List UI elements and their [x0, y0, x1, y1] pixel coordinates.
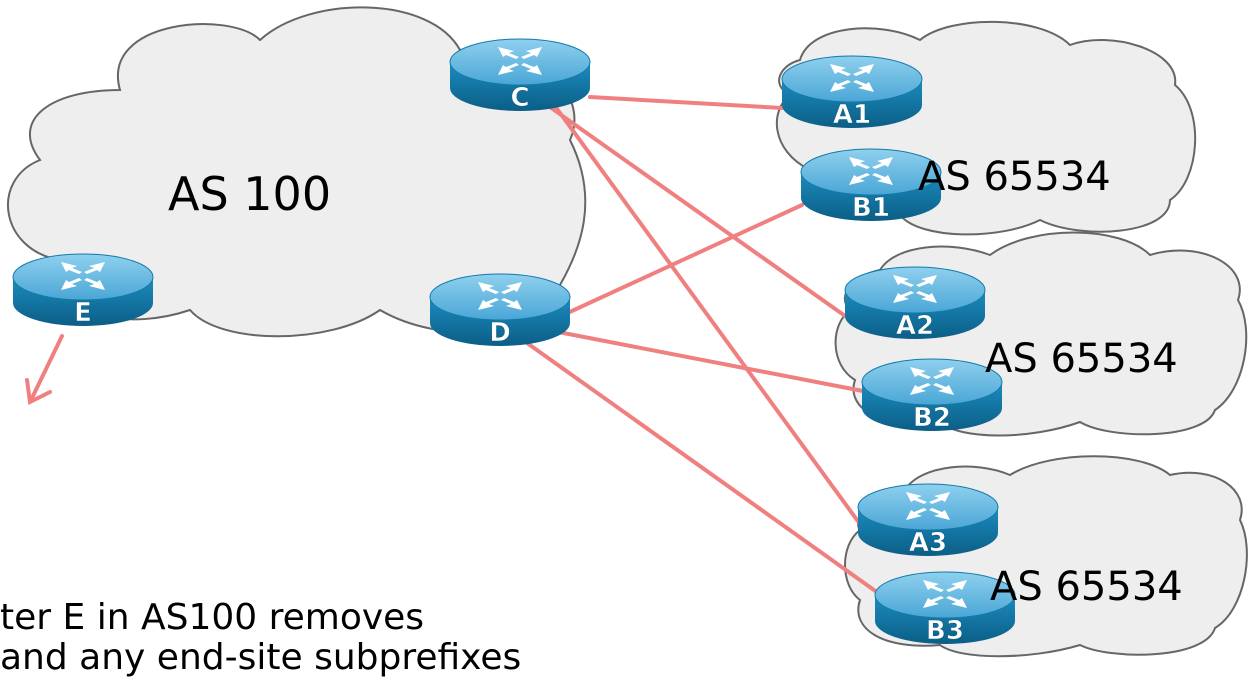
router-label: A2: [896, 311, 934, 341]
router-label: D: [489, 318, 511, 348]
router-label: C: [510, 83, 529, 113]
link-c-a3: [550, 100, 870, 537]
link-d-b3: [518, 336, 890, 602]
router-label: A1: [833, 100, 871, 130]
router-c[interactable]: C: [449, 38, 591, 113]
link-c-a1: [588, 95, 784, 110]
as-label-site2: AS 65534: [985, 336, 1178, 382]
router-a3[interactable]: A3: [857, 483, 999, 558]
router-label: B1: [852, 193, 890, 223]
caption-line-1: ter E in AS100 removes: [0, 597, 425, 638]
as-label-site3: AS 65534: [990, 564, 1183, 610]
router-top: [429, 273, 571, 321]
router-top: [874, 571, 1016, 619]
as-label-site1: AS 65534: [918, 154, 1111, 200]
router-top: [800, 148, 942, 196]
links: [25, 95, 890, 602]
router-top: [861, 358, 1003, 406]
router-top: [781, 55, 923, 103]
router-b3[interactable]: B3: [874, 571, 1016, 646]
router-top: [844, 266, 986, 314]
router-top: [12, 253, 154, 301]
link-d-b2: [546, 328, 870, 394]
router-b1[interactable]: B1: [800, 148, 942, 223]
router-label: B3: [926, 616, 964, 646]
router-b2[interactable]: B2: [861, 358, 1003, 433]
link-d-b1: [546, 203, 804, 324]
link-e-out: [30, 334, 64, 400]
link-c-a2: [538, 98, 850, 320]
arrow-icon: [25, 378, 52, 406]
router-label: A3: [909, 528, 947, 558]
router-a1[interactable]: A1: [781, 55, 923, 130]
as-label-core: AS 100: [168, 167, 331, 221]
router-label: B2: [913, 403, 951, 433]
router-label: E: [74, 298, 92, 328]
router-d[interactable]: D: [429, 273, 571, 348]
router-a2[interactable]: A2: [844, 266, 986, 341]
router-top: [857, 483, 999, 531]
router-e[interactable]: E: [12, 253, 154, 328]
router-top: [449, 38, 591, 86]
caption-line-2: and any end-site subprefixes: [0, 637, 522, 678]
